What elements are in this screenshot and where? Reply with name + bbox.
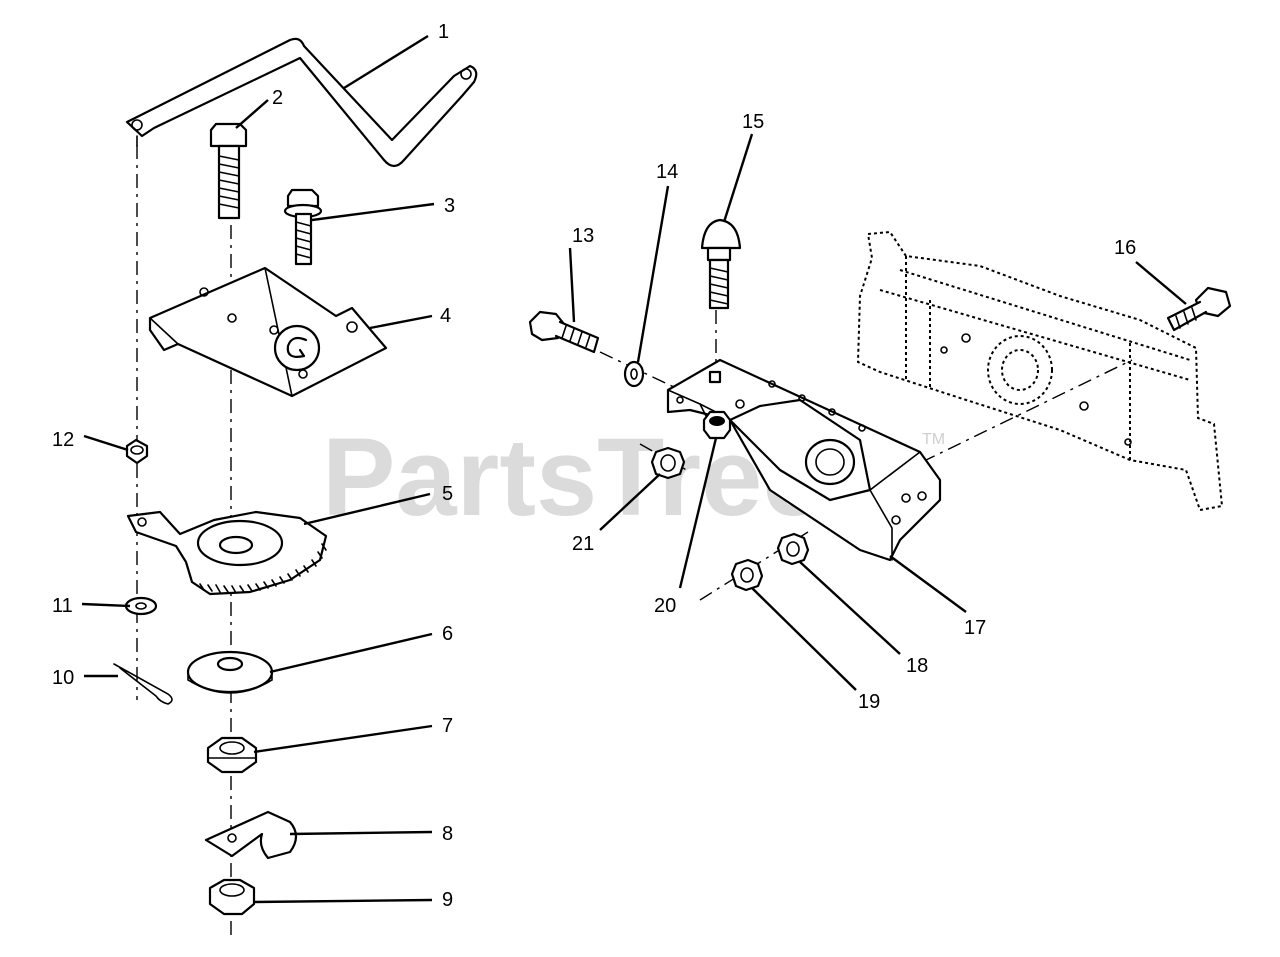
part-2-bolt[interactable] (209, 122, 248, 220)
part-3-screw[interactable] (283, 188, 323, 266)
callout-11: 11 (52, 595, 73, 617)
callout-9: 9 (442, 889, 453, 911)
part-11-washer[interactable] (124, 596, 158, 616)
callout-labels: 1 2 3 4 12 5 11 6 10 7 8 9 13 14 15 16 1… (52, 21, 1136, 911)
part-8-clip[interactable] (204, 810, 298, 860)
part-12-nut[interactable] (125, 438, 149, 465)
part-21-nut[interactable] (650, 446, 686, 480)
part-14-washer[interactable] (623, 360, 645, 388)
part-9-nut[interactable] (208, 878, 256, 916)
part-15-carriage-bolt[interactable] (700, 218, 742, 310)
callout-7: 7 (442, 715, 453, 737)
callout-15: 15 (742, 111, 764, 133)
watermark-trademark: TM (922, 431, 945, 448)
callout-2: 2 (272, 87, 283, 109)
part-5-sector-gear[interactable] (126, 510, 328, 596)
callout-17: 17 (964, 617, 986, 639)
callout-5: 5 (442, 483, 453, 505)
frame-centerline (921, 359, 1133, 463)
callout-18: 18 (906, 655, 928, 677)
part-1-rod[interactable] (125, 37, 478, 168)
part-7-nut[interactable] (206, 736, 258, 774)
part-4-bracket[interactable] (148, 266, 388, 398)
callout-14: 14 (656, 161, 678, 183)
part-16-frame (856, 230, 1224, 512)
callout-8: 8 (442, 823, 453, 845)
part-10-cotter-pin[interactable] (113, 663, 173, 705)
callout-1: 1 (438, 21, 449, 43)
callout-13: 13 (572, 225, 594, 247)
part-18-nut[interactable] (776, 532, 810, 566)
callout-19: 19 (858, 691, 880, 713)
callout-6: 6 (442, 623, 453, 645)
part-20-nut[interactable] (702, 410, 732, 440)
part-16-bolt[interactable] (1166, 286, 1232, 332)
callout-12: 12 (52, 429, 74, 451)
callout-21: 21 (572, 533, 594, 555)
nut-21-centerline (639, 443, 691, 473)
part-6-washer[interactable] (186, 650, 274, 694)
callout-3: 3 (444, 195, 455, 217)
callout-20: 20 (654, 595, 676, 617)
part-17-mounting-bracket[interactable] (666, 358, 942, 562)
callout-16: 16 (1114, 237, 1136, 259)
part-19-nut[interactable] (730, 558, 764, 592)
leader-lines (81, 34, 1187, 904)
part-13-bolt[interactable] (528, 310, 600, 354)
callout-4: 4 (440, 305, 451, 327)
callout-10: 10 (52, 667, 74, 689)
